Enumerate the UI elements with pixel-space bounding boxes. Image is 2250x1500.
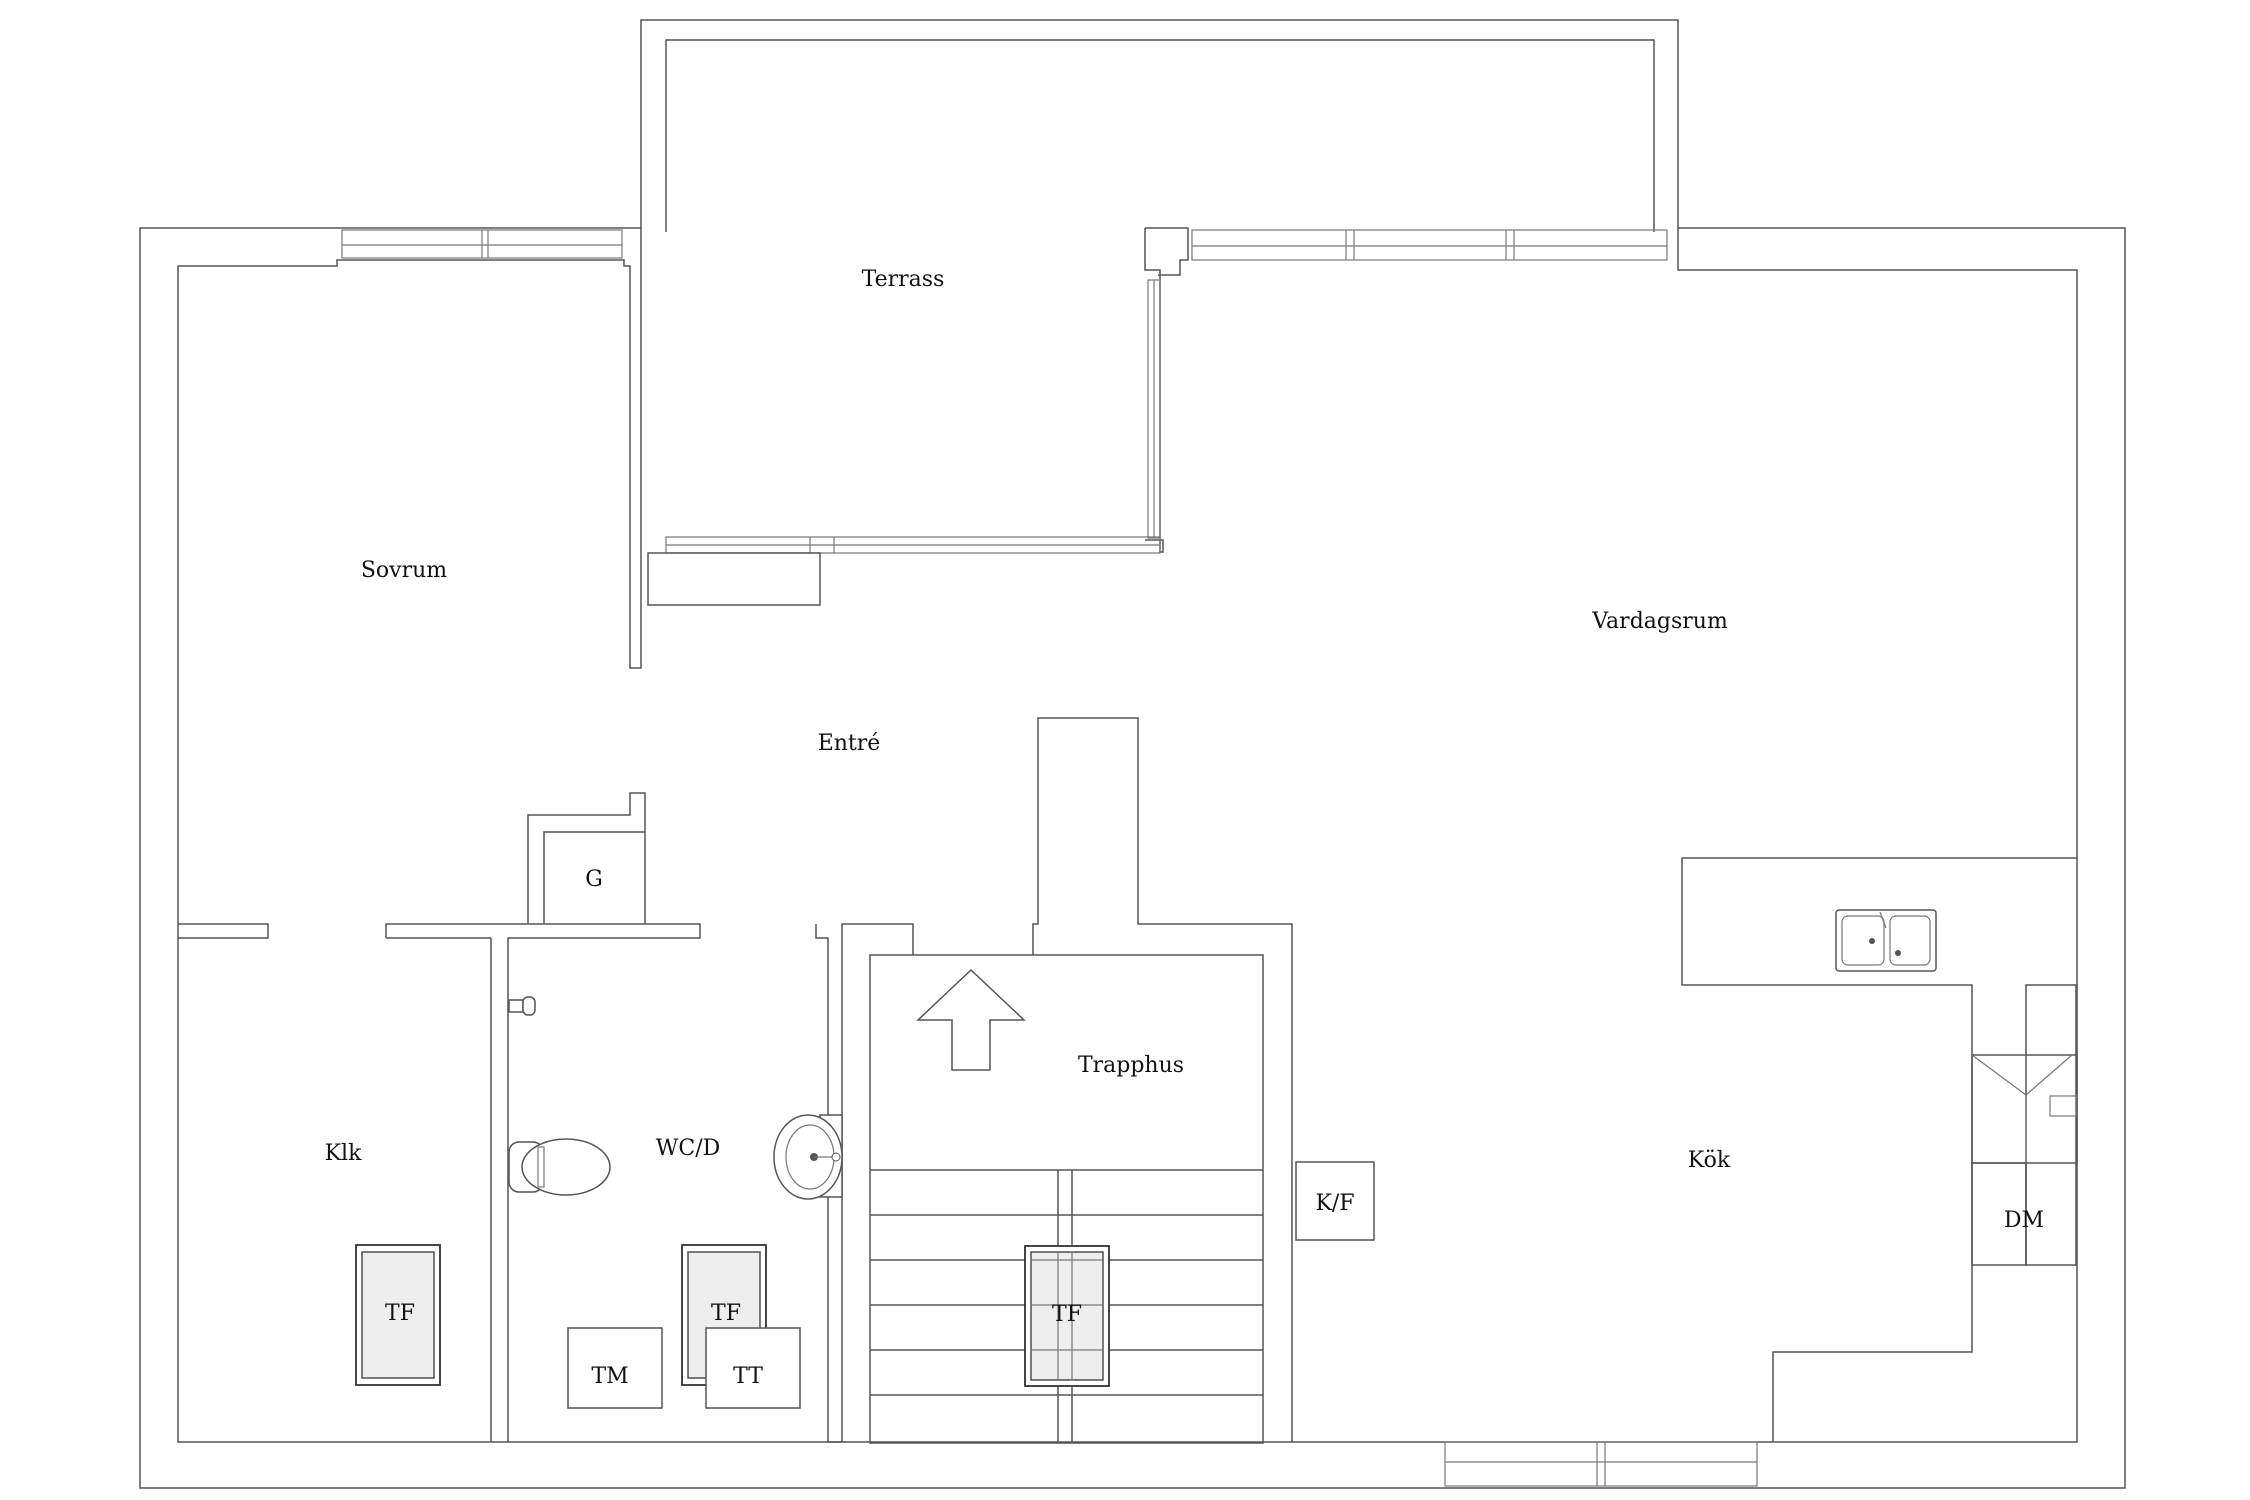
label-dm: DM	[2004, 1208, 2044, 1233]
room-label-vardagsrum: Vardagsrum	[1591, 609, 1728, 634]
room-labels: Terrass Sovrum Vardagsrum Entré Klk WC/D…	[325, 267, 1731, 1173]
interior-walls	[178, 717, 2078, 1444]
fixture-labels: G K/F DM TM TT TF TF TF	[385, 867, 2044, 1389]
room-label-entre: Entré	[818, 731, 881, 756]
outer-walls	[139, 19, 2126, 1489]
room-label-klk: Klk	[325, 1141, 362, 1166]
label-tf-trapphus: TF	[1052, 1302, 1082, 1327]
room-label-trapphus: Trapphus	[1078, 1053, 1184, 1078]
room-label-sovrum: Sovrum	[361, 558, 447, 583]
room-label-terrass: Terrass	[862, 267, 945, 292]
label-tf-wc: TF	[711, 1301, 741, 1326]
toilet-icon	[508, 1138, 611, 1196]
windows	[341, 229, 1758, 1487]
tumble-dryer	[705, 1327, 801, 1409]
stairs	[870, 968, 1263, 1443]
terrace-walls	[647, 227, 1189, 606]
label-tm: TM	[591, 1364, 628, 1389]
label-g: G	[585, 867, 603, 892]
room-label-kok: Kök	[1688, 1148, 1731, 1173]
label-kf: K/F	[1315, 1191, 1354, 1216]
floor-drain-trapphus	[1024, 1245, 1110, 1387]
fixtures	[355, 909, 1937, 1409]
label-tt: TT	[733, 1364, 763, 1389]
room-label-wcd: WC/D	[656, 1136, 721, 1161]
floor-drain-klk	[355, 1244, 441, 1386]
arrow-up-icon	[916, 968, 1026, 1071]
wash-basin-icon	[773, 1114, 843, 1200]
label-tf-klk: TF	[385, 1301, 415, 1326]
washing-machine	[567, 1327, 663, 1409]
shower-head-icon	[508, 996, 536, 1016]
kitchen-sink-icon	[1835, 909, 1937, 972]
fridge-freezer	[1295, 1161, 1375, 1241]
